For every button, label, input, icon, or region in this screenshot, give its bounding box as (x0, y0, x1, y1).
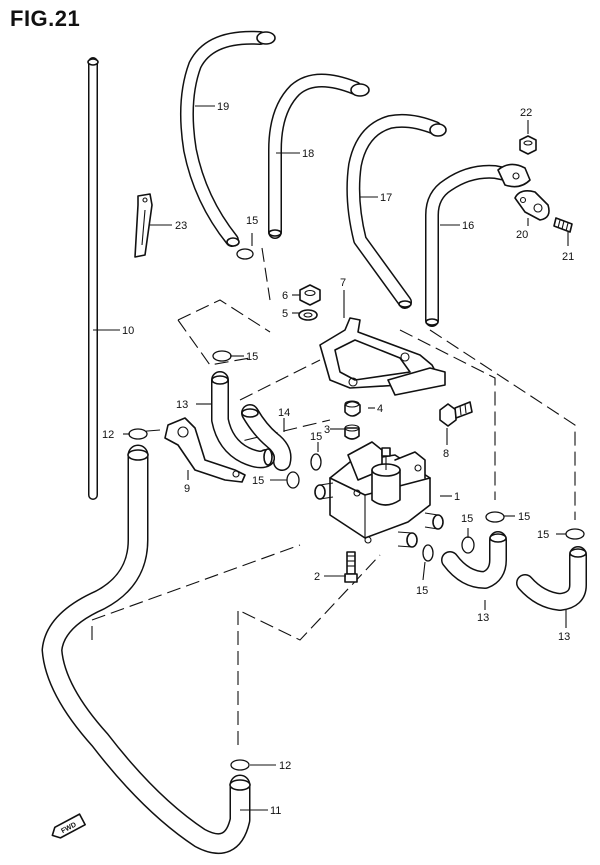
nut-6 (299, 284, 321, 306)
callout-6: 6 (282, 290, 288, 302)
bracket-7 (319, 317, 446, 396)
hose-11 (41, 444, 251, 854)
pipe-19 (179, 30, 276, 247)
forward-arrow-icon (51, 813, 86, 839)
callout-15-a: 15 (246, 215, 258, 227)
callout-3: 3 (324, 424, 330, 436)
callout-14: 14 (278, 407, 290, 419)
callout-21: 21 (562, 251, 574, 263)
callout-1: 1 (454, 491, 460, 503)
callout-19: 19 (217, 101, 229, 113)
callout-12-bottom: 12 (279, 760, 291, 772)
callout-17: 17 (380, 192, 392, 204)
hose-13-upper (211, 371, 275, 469)
callout-22: 22 (520, 107, 532, 119)
pipe-18 (268, 73, 370, 239)
collar-3 (344, 424, 360, 440)
callout-4: 4 (377, 403, 383, 415)
bolt-8 (439, 401, 473, 427)
callout-23: 23 (175, 220, 187, 232)
valve-assembly-1 (314, 441, 444, 548)
callout-9: 9 (184, 483, 190, 495)
assembly-lines (91, 247, 576, 745)
callout-15-h: 15 (416, 585, 428, 597)
pipe-17 (346, 113, 447, 309)
washer-5 (298, 309, 318, 321)
callout-20: 20 (516, 229, 528, 241)
callout-15-f: 15 (537, 529, 549, 541)
callout-10: 10 (122, 325, 134, 337)
hose-13-right (516, 546, 587, 611)
callout-11: 11 (270, 805, 281, 817)
callout-16: 16 (462, 220, 474, 232)
pipe-10 (87, 57, 99, 500)
callout-13-upper: 13 (176, 399, 188, 411)
bracket-9 (164, 417, 246, 483)
callout-13-middle: 13 (477, 612, 489, 624)
figure-title: FIG.21 (10, 6, 81, 31)
pipe-16 (425, 163, 531, 327)
callout-13-right: 13 (558, 631, 570, 643)
callout-labels: 1 2 3 4 5 6 7 8 9 10 11 12 12 13 13 13 1… (102, 101, 574, 817)
callout-5: 5 (282, 308, 288, 320)
hose-14 (241, 404, 292, 471)
callout-15-c: 15 (310, 431, 322, 443)
grommet-4 (344, 400, 361, 417)
callout-15-e: 15 (518, 511, 530, 523)
callout-12-top: 12 (102, 429, 114, 441)
bolt-2 (344, 551, 358, 583)
callout-8: 8 (443, 448, 449, 460)
callout-15-d: 15 (252, 475, 264, 487)
nut-22 (519, 135, 537, 155)
callout-2: 2 (314, 571, 320, 583)
leader-lines (93, 105, 569, 811)
callout-15-b: 15 (246, 351, 258, 363)
fwd-direction-badge: FWD (51, 813, 86, 839)
callout-15-g: 15 (461, 513, 473, 525)
callout-18: 18 (302, 148, 314, 160)
callout-7: 7 (340, 277, 346, 289)
stud-21 (553, 217, 573, 233)
bracket-23 (134, 193, 153, 258)
hose-13-middle (441, 531, 507, 589)
gasket-20 (514, 190, 550, 221)
